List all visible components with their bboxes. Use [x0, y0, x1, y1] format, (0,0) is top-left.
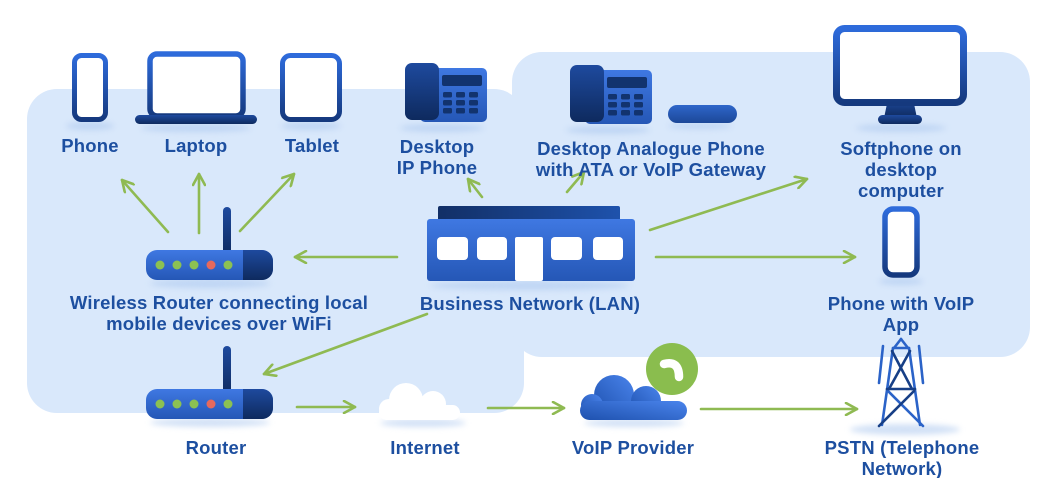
arrow-lan-to-analogue-phone	[565, 170, 586, 194]
wifi-router-icon	[146, 205, 273, 280]
ata-gateway-box-icon	[668, 105, 737, 123]
arrow-lan-to-router	[262, 312, 429, 374]
arrow-wireless-router-to-tablet	[238, 172, 296, 233]
cloud-icon	[376, 377, 464, 420]
icon-shadow	[430, 281, 630, 290]
icon-shadow	[850, 424, 960, 435]
wifi-router-icon	[146, 344, 273, 419]
desk-phone-icon	[563, 64, 653, 126]
node-label-tablet: Tablet	[284, 135, 340, 156]
node-label-pstn: PSTN (Telephone Network)	[824, 437, 980, 478]
icon-shadow	[150, 418, 270, 427]
telephone-tower-icon	[876, 337, 926, 428]
arrow-wireless-router-to-phone	[120, 178, 170, 234]
icon-shadow	[584, 419, 684, 427]
phone-handset-icon	[659, 359, 684, 382]
smartphone-outline-icon	[882, 206, 920, 278]
node-label-laptop: Laptop	[164, 135, 228, 156]
arrow-lan-to-softphone	[648, 179, 809, 232]
icon-shadow	[400, 124, 484, 132]
node-label-analogue-phone: Desktop Analogue Phone with ATA or VoIP …	[535, 138, 767, 180]
desk-phone-icon	[398, 62, 488, 124]
office-building-icon	[425, 205, 635, 282]
smartphone-icon	[72, 53, 108, 122]
icon-shadow	[380, 419, 466, 427]
arrow-lan-to-desktop-ip-phone	[466, 177, 484, 199]
node-label-voip-app-phone: Phone with VoIP App	[827, 293, 975, 335]
node-label-internet: Internet	[390, 437, 460, 458]
icon-shadow	[566, 126, 650, 134]
node-label-business-lan: Business Network (LAN)	[419, 293, 641, 314]
node-label-softphone: Softphone on desktop computer	[840, 138, 962, 201]
tablet-icon	[280, 53, 342, 122]
node-label-desktop-ip-phone: Desktop IP Phone	[396, 136, 478, 178]
desktop-monitor-icon	[833, 25, 967, 125]
node-label-phone: Phone	[61, 135, 119, 156]
node-label-router: Router	[185, 437, 247, 458]
node-label-voip-provider: VoIP Provider	[571, 437, 695, 458]
icon-shadow	[281, 122, 341, 130]
icon-shadow	[856, 124, 946, 132]
icon-shadow	[66, 122, 114, 130]
laptop-icon	[135, 51, 257, 124]
node-label-wireless-router: Wireless Router connecting local mobile …	[69, 292, 369, 334]
icon-shadow	[879, 278, 923, 285]
icon-shadow	[150, 279, 270, 288]
cloud-with-phone-badge-icon	[578, 343, 700, 423]
icon-shadow	[668, 123, 732, 129]
icon-shadow	[141, 124, 251, 132]
